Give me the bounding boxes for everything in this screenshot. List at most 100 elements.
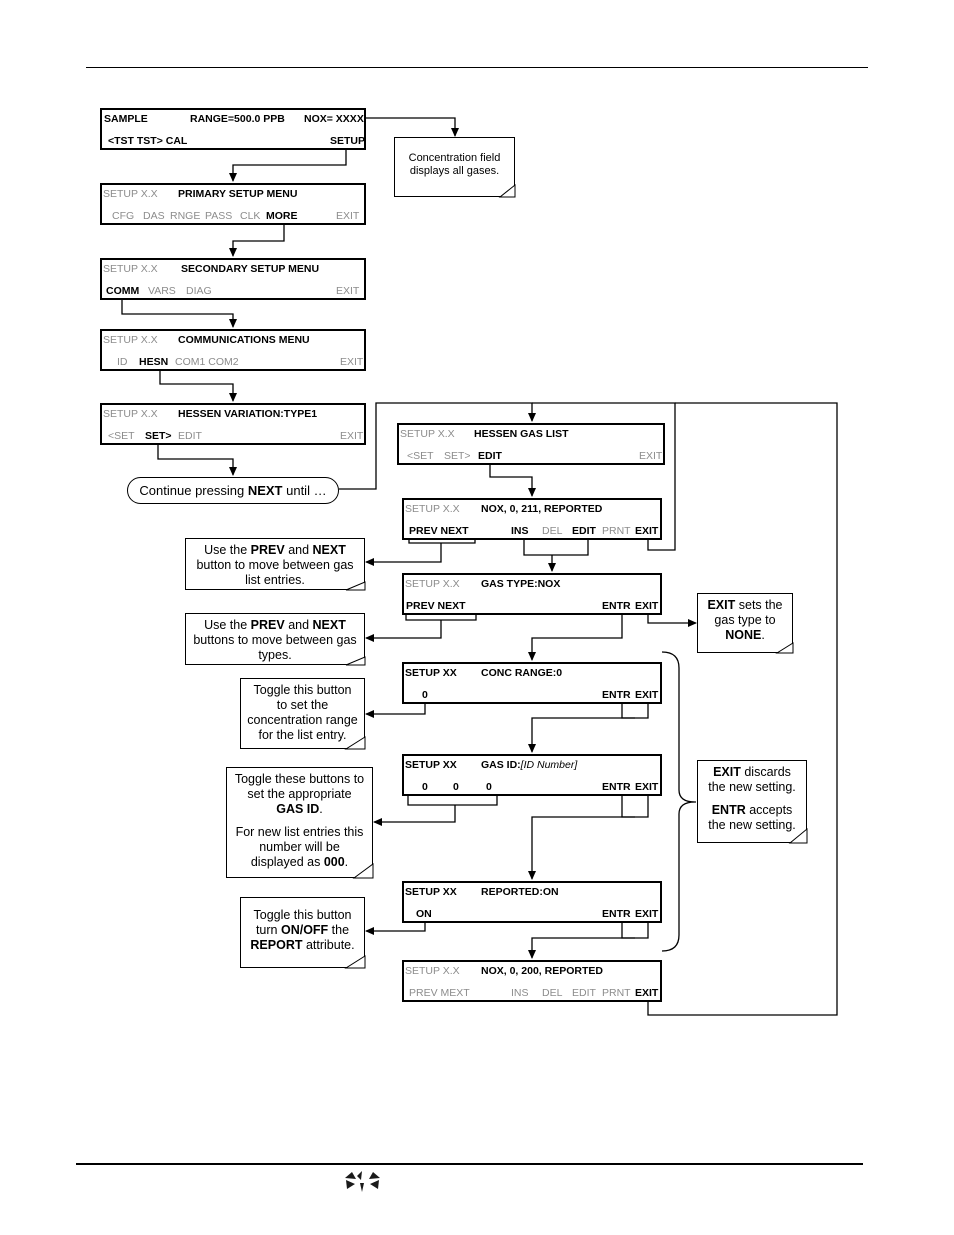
note3-c: . — [761, 628, 765, 642]
secondary-title: SETUP X.X — [103, 263, 158, 275]
gas-id-digit-3[interactable]: 0 — [486, 781, 492, 793]
screen-conc-range: SETUP XX CONC RANGE:0 0 ENTR EXIT — [402, 662, 662, 704]
range-readout: RANGE=500.0 PPB — [190, 113, 285, 125]
menu-id[interactable]: ID — [117, 356, 128, 368]
entry-prnt[interactable]: PRNT — [602, 525, 631, 537]
note6-a: discards the new setting. — [708, 765, 796, 794]
line-gasid-digits — [407, 787, 498, 806]
entry-edit[interactable]: EDIT — [572, 525, 596, 537]
menu-com-ports[interactable]: COM1 COM2 — [175, 356, 239, 368]
fold-toggle-report — [344, 955, 366, 969]
line-note1-arrow — [365, 543, 442, 566]
screen-gas-id: SETUP XX GAS ID:[ID Number] 0 0 0 ENTR E… — [402, 754, 662, 796]
final-exit[interactable]: EXIT — [635, 987, 659, 999]
note-gas-types: Use the PREV and NEXT buttons to move be… — [185, 613, 365, 665]
variation-menu-title: HESSEN VARIATION:TYPE1 — [178, 408, 318, 420]
variation-exit[interactable]: EXIT — [340, 430, 364, 442]
gas-list-edit[interactable]: EDIT — [478, 450, 502, 462]
gas-id-menu-title: GAS ID:[ID Number] — [481, 759, 577, 771]
menu-hesn[interactable]: HESN — [139, 356, 169, 368]
entry-ins[interactable]: INS — [511, 525, 529, 537]
final-edit[interactable]: EDIT — [572, 987, 596, 999]
conc-range-value[interactable]: 0 — [422, 689, 428, 701]
line-continue-to-gas-list — [339, 402, 536, 490]
fold-exit-entr — [788, 827, 808, 844]
conc-range-entr[interactable]: ENTR — [602, 689, 631, 701]
note3-none: NONE — [725, 628, 762, 642]
entry-prev-next[interactable]: PREV NEXT — [409, 525, 469, 537]
menu-more[interactable]: MORE — [266, 210, 298, 222]
note4-text: Toggle this button to set the concentrat… — [247, 683, 358, 742]
gas-id-entr[interactable]: ENTR — [602, 781, 631, 793]
note-exit-none: EXIT sets the gas type to NONE. — [697, 593, 793, 653]
line-set-to-continue — [157, 443, 237, 476]
conc-range-menu-title: CONC RANGE:0 — [481, 667, 563, 679]
menu-diag[interactable]: DIAG — [186, 285, 212, 297]
final-del[interactable]: DEL — [542, 987, 563, 999]
note-toggle-gas-id: Toggle these buttons to set the appropri… — [226, 767, 373, 878]
variation-set-prev[interactable]: <SET — [108, 430, 135, 442]
note1-next: NEXT — [312, 543, 346, 557]
conc-range-exit[interactable]: EXIT — [635, 689, 659, 701]
note-exit-entr: EXIT discards the new setting. ENTR acce… — [697, 760, 807, 843]
continue-pre: Continue pressing — [139, 483, 248, 498]
setup-button[interactable]: SETUP — [330, 135, 366, 147]
menu-das[interactable]: DAS — [143, 210, 165, 222]
communications-exit[interactable]: EXIT — [340, 356, 364, 368]
secondary-exit[interactable]: EXIT — [336, 285, 360, 297]
variation-edit[interactable]: EDIT — [178, 430, 202, 442]
entry-exit[interactable]: EXIT — [635, 525, 659, 537]
primary-exit[interactable]: EXIT — [336, 210, 360, 222]
final-prnt[interactable]: PRNT — [602, 987, 631, 999]
menu-rnge[interactable]: RNGE — [170, 210, 201, 222]
line-exit-to-gaslist — [532, 402, 676, 551]
fold-list-entries — [345, 581, 366, 591]
tst-cal-buttons[interactable]: <TST TST> CAL — [108, 135, 188, 147]
variation-set-next[interactable]: SET> — [145, 430, 172, 442]
menu-pass[interactable]: PASS — [205, 210, 233, 222]
conc-range-title: SETUP XX — [405, 667, 457, 679]
gas-id-digit-1[interactable]: 0 — [422, 781, 428, 793]
screen-sample: SAMPLE RANGE=500.0 PPB NOX= XXXX <TST TS… — [100, 108, 366, 150]
note2-next: NEXT — [312, 618, 346, 632]
reported-exit[interactable]: EXIT — [635, 908, 659, 920]
communications-menu-title: COMMUNICATIONS MENU — [178, 334, 310, 346]
note5-gasid: GAS ID — [276, 802, 320, 816]
screen-gas-type: SETUP X.X GAS TYPE:NOX PREV NEXT ENTR EX… — [402, 573, 662, 615]
note6-entr: ENTR — [711, 803, 746, 817]
reported-value[interactable]: ON — [416, 908, 432, 920]
note5-e: . — [344, 855, 349, 869]
header-rule — [86, 67, 868, 68]
gas-id-digit-2[interactable]: 0 — [453, 781, 459, 793]
note1-prev: PREV — [250, 543, 285, 557]
note5-000: 000 — [323, 855, 345, 869]
final-prev-next[interactable]: PREV MEXT — [409, 987, 470, 999]
gas-type-exit[interactable]: EXIT — [635, 600, 659, 612]
line-ins-edit-to-gastype — [523, 532, 589, 556]
gas-type-prev-next[interactable]: PREV NEXT — [406, 600, 466, 612]
note3-exit: EXIT — [707, 598, 736, 612]
screen-hessen-variation: SETUP X.X HESSEN VARIATION:TYPE1 <SET SE… — [100, 403, 366, 445]
reported-menu-title: REPORTED:ON — [481, 886, 559, 898]
menu-cfg[interactable]: CFG — [112, 210, 135, 222]
gas-list-exit[interactable]: EXIT — [639, 450, 663, 462]
gas-id-placeholder: [ID Number] — [520, 759, 578, 771]
reported-entr[interactable]: ENTR — [602, 908, 631, 920]
fold-toggle-gas-id — [352, 863, 374, 879]
entry-del[interactable]: DEL — [542, 525, 563, 537]
note1-a: Use the — [204, 543, 251, 557]
gas-id-exit[interactable]: EXIT — [635, 781, 659, 793]
menu-comm[interactable]: COMM — [106, 285, 140, 297]
menu-clk[interactable]: CLK — [240, 210, 261, 222]
final-ins[interactable]: INS — [511, 987, 529, 999]
continue-next: NEXT — [247, 483, 283, 498]
line-final-loop — [647, 402, 838, 1016]
gas-list-set-next[interactable]: SET> — [444, 450, 471, 462]
gas-list-set-prev[interactable]: <SET — [407, 450, 434, 462]
primary-menu-title: PRIMARY SETUP MENU — [178, 188, 298, 200]
gas-type-entr[interactable]: ENTR — [602, 600, 631, 612]
fold-concentration — [498, 183, 516, 198]
menu-vars[interactable]: VARS — [148, 285, 176, 297]
note1-d: button to move between gas list entries. — [196, 558, 354, 587]
